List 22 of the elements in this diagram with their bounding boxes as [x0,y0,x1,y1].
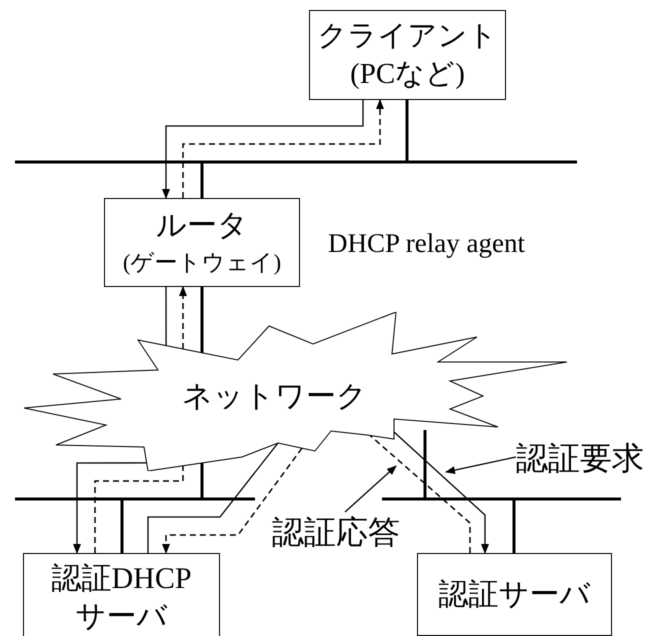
device-box [23,553,220,636]
device-name: ルータ [156,208,248,244]
annotation-label: 認証要求 [516,438,644,478]
flow-arrow [179,286,187,349]
flow-arrow [394,432,489,554]
annotation-label: 認証応答 [272,512,400,552]
flow-arrow [73,462,147,554]
device-name: 認証DHCPサーバ [50,561,193,635]
flow-arrow [162,100,364,199]
leader-arrow [344,465,397,512]
leader-arrow [445,456,516,474]
device-note: (PCなど) [350,57,465,92]
device-name: クライアント [318,19,498,54]
device-box [104,198,300,287]
device-note: (ゲートウェイ) [122,248,282,277]
network-label: ネットワーク [182,379,367,415]
role-label: DHCP relay agent [328,227,525,260]
device-box [417,553,612,636]
flow-arrow [182,99,384,198]
device-box [309,10,506,100]
device-name: 認証サーバ [438,576,590,612]
flow-arrow [162,448,303,554]
